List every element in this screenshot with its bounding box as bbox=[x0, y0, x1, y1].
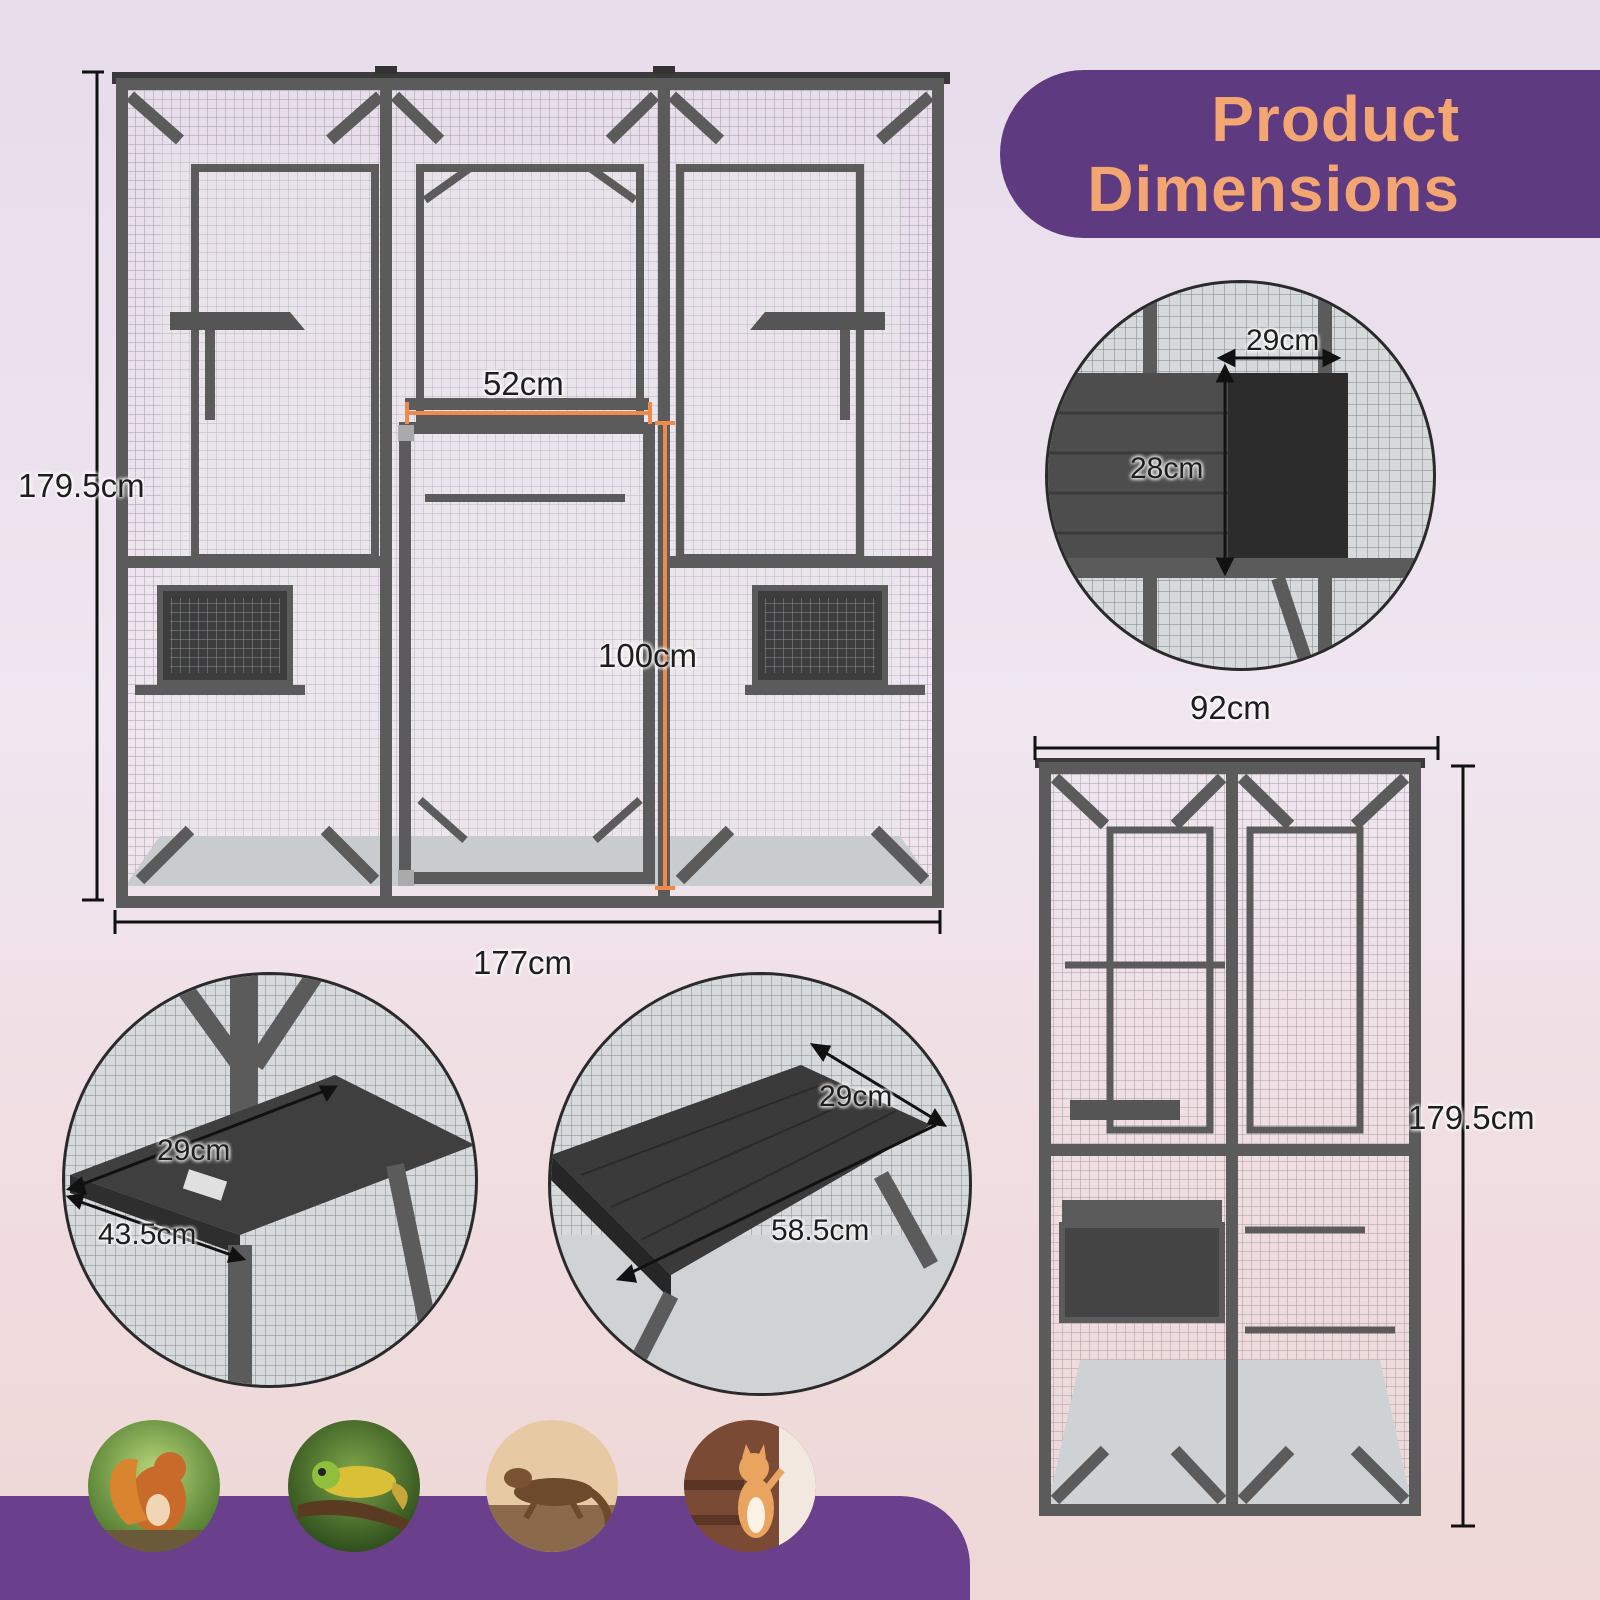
shelf-depth-label: 43.5cm bbox=[98, 1218, 197, 1251]
nest-detail-drawing bbox=[1048, 283, 1433, 668]
door-width-label: 52cm bbox=[483, 365, 564, 402]
front-floor bbox=[125, 836, 935, 886]
front-frame-outer bbox=[116, 78, 944, 908]
platform-detail-drawing bbox=[551, 975, 969, 1393]
side-dimension-lines bbox=[1033, 736, 1475, 1528]
shelf-dimension-arrows bbox=[65, 1085, 338, 1263]
front-mesh bbox=[125, 88, 935, 886]
platform-board bbox=[551, 1065, 931, 1275]
shelf-board bbox=[70, 1075, 475, 1235]
banner-title-line2: Dimensions bbox=[1087, 153, 1460, 225]
platform-dimension-arrows bbox=[615, 1043, 948, 1283]
side-depth-label: 92cm bbox=[1190, 689, 1271, 726]
door-height-label: 100cm bbox=[598, 637, 698, 674]
roof-bracket-right bbox=[653, 66, 675, 74]
platform-length-label: 58.5cm bbox=[771, 1214, 870, 1247]
front-width-label: 177cm bbox=[473, 944, 573, 981]
squirrel-photo bbox=[88, 1420, 220, 1552]
side-height-label: 179.5cm bbox=[1408, 1099, 1535, 1136]
platform-detail-circle: 29cm 58.5cm bbox=[548, 972, 972, 1396]
chameleon-photo bbox=[288, 1420, 420, 1552]
front-shelf-left bbox=[170, 312, 305, 330]
banner-title: Product Dimensions bbox=[940, 84, 1460, 224]
nest-box-opening bbox=[1228, 373, 1348, 558]
nest-box-body bbox=[1048, 373, 1228, 558]
front-door-frame bbox=[399, 422, 655, 884]
front-height-label: 179.5cm bbox=[18, 467, 145, 504]
shelf-detail-drawing bbox=[65, 975, 475, 1385]
banner-title-line1: Product bbox=[1211, 83, 1460, 155]
side-shelf bbox=[1070, 1100, 1180, 1120]
shelf-detail-circle: 29cm 43.5cm bbox=[62, 972, 478, 1388]
title-banner: Product Dimensions bbox=[1000, 70, 1600, 238]
roof-bracket-left bbox=[375, 66, 397, 74]
nest-dimension-arrows bbox=[1215, 348, 1342, 577]
cat-photo bbox=[684, 1420, 816, 1552]
front-shelf-right bbox=[750, 312, 885, 330]
front-dimension-lines bbox=[82, 70, 942, 934]
nest-width-label: 29cm bbox=[1246, 324, 1320, 357]
door-dimension-lines bbox=[405, 402, 675, 890]
platform-width-label: 29cm bbox=[819, 1080, 893, 1113]
shelf-width-label: 29cm bbox=[157, 1134, 231, 1167]
nest-height-label: 28cm bbox=[1130, 452, 1204, 485]
nest-detail-circle: 29cm 28cm bbox=[1045, 280, 1436, 671]
side-nest-box bbox=[1059, 1222, 1225, 1323]
lizard-photo bbox=[486, 1420, 618, 1552]
